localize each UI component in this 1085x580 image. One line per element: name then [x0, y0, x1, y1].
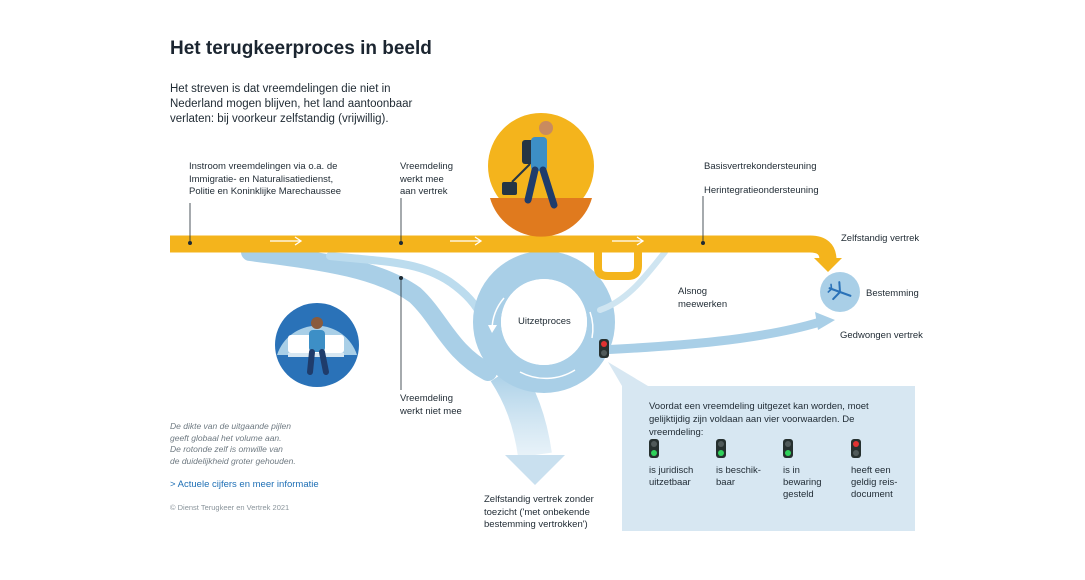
traffic-light-icon — [716, 439, 726, 458]
label-instroom-line: Instroom vreemdelingen via o.a. de — [189, 161, 338, 172]
label-werkt-mee-line: werkt mee — [400, 173, 444, 185]
condition-line: document — [851, 489, 893, 500]
label-zelfstandig-vertrek: Zelfstandig vertrek — [841, 233, 920, 244]
label-werkt-mee: Vreemdeling werkt mee aan vertrek — [400, 161, 453, 199]
pointer-dots — [188, 241, 705, 280]
condition-text: is beschik- baar — [716, 465, 776, 489]
traffic-light-icon — [851, 439, 861, 458]
label-werkt-mee-line: Vreemdeling — [400, 161, 453, 172]
label-werkt-mee-line: aan vertrek — [400, 186, 448, 197]
note-line: De dikte van de uitgaande pijlen — [170, 421, 291, 431]
label-alsnog-line: meewerken — [678, 298, 728, 310]
condition-line: gesteld — [783, 489, 814, 500]
flow-to-roundabout — [241, 243, 497, 381]
flow-alsnog — [597, 249, 668, 313]
label-herintegratieondersteuning: Herintegratieondersteuning — [704, 185, 819, 196]
label-basisvertrekondersteuning: Basisvertrekondersteuning — [704, 161, 817, 172]
volume-note: De dikte van de uitgaande pijlen geeft g… — [170, 421, 296, 467]
condition-line: baar — [716, 477, 736, 488]
note-line: de duidelijkheid groter gehouden. — [170, 455, 296, 466]
label-werkt-niet-line: Vreemdeling — [400, 393, 453, 404]
panel-intro: Voordat een vreemdeling uitgezet kan wor… — [649, 401, 869, 438]
label-gedwongen-vertrek: Gedwongen vertrek — [840, 330, 923, 341]
label-zonder-toezicht-line: bestemming vertrokken') — [484, 519, 588, 530]
main-flow-arrows — [270, 236, 645, 246]
page-title: Het terugkeerproces in beeld — [170, 38, 432, 59]
note-line: geeft globaal het volume aan. — [170, 432, 282, 443]
roundabout-arrow-bottom — [519, 369, 576, 380]
condition-line: heeft een — [851, 465, 891, 476]
label-instroom: Instroom vreemdelingen via o.a. de Immig… — [189, 161, 341, 199]
label-zonder-toezicht-line: toezicht ('met onbekende — [484, 506, 590, 518]
condition-line: geldig reis- — [851, 477, 898, 488]
condition-line: is juridisch — [649, 465, 694, 476]
condition-text: heeft een geldig reis- document — [851, 465, 911, 501]
condition-4: heeft een geldig reis- document — [851, 439, 911, 501]
flow-forced-arrowhead — [815, 312, 835, 330]
waiting-person-illustration — [275, 303, 359, 387]
orange-loop — [594, 250, 642, 280]
intro-text: Het streven is dat vreemdelingen die nie… — [170, 83, 413, 125]
label-bestemming: Bestemming — [866, 288, 919, 299]
condition-text: is in bewaring gesteld — [783, 465, 843, 501]
condition-3: is in bewaring gesteld — [783, 439, 843, 501]
condition-1: is juridisch uitzetbaar — [649, 439, 709, 489]
traffic-light-icon — [783, 439, 793, 458]
condition-line: uitzetbaar — [649, 477, 691, 488]
roundabout-arrow-right — [589, 311, 594, 339]
more-info-link[interactable]: > Actuele cijfers en meer informatie — [170, 479, 319, 490]
traveler-illustration — [488, 113, 594, 237]
pointer-lines — [189, 196, 704, 390]
roundabout-center — [501, 279, 587, 365]
condition-line: is in — [783, 465, 800, 476]
condition-line: is beschik- — [716, 465, 761, 476]
roundabout-arrowhead-left — [488, 325, 497, 333]
traffic-light-icon — [599, 339, 609, 358]
note-line: De rotonde zelf is omwille van — [170, 444, 283, 454]
flow-down-arrowhead — [505, 455, 565, 485]
conditions-panel: Voordat een vreemdeling uitgezet kan wor… — [622, 386, 915, 531]
label-uitzetproces: Uitzetproces — [518, 316, 571, 327]
label-zonder-toezicht-line: Zelfstandig vertrek zonder — [484, 494, 594, 505]
label-instroom-line: Politie en Koninklijke Marechaussee — [189, 186, 342, 197]
main-flow-arrowhead — [814, 258, 842, 272]
label-alsnog-line: Alsnog — [678, 286, 708, 297]
label-instroom-line: Immigratie- en Naturalisatiedienst, — [189, 173, 334, 185]
label-werkt-niet-line: werkt niet mee — [400, 405, 462, 417]
label-alsnog-meewerken: Alsnog meewerken — [678, 286, 727, 311]
condition-line: bewaring — [783, 477, 822, 488]
label-werkt-niet-mee: Vreemdeling werkt niet mee — [400, 393, 462, 418]
panel-pointer — [608, 362, 648, 386]
airplane-icon — [827, 281, 852, 301]
copyright: © Dienst Terugkeer en Vertrek 2021 — [170, 503, 290, 512]
condition-2: is beschik- baar — [716, 439, 776, 489]
condition-text: is juridisch uitzetbaar — [649, 465, 709, 489]
flow-forced-departure — [595, 317, 825, 355]
traffic-light-icon — [649, 439, 659, 458]
label-zonder-toezicht: Zelfstandig vertrek zonder toezicht ('me… — [484, 494, 594, 532]
